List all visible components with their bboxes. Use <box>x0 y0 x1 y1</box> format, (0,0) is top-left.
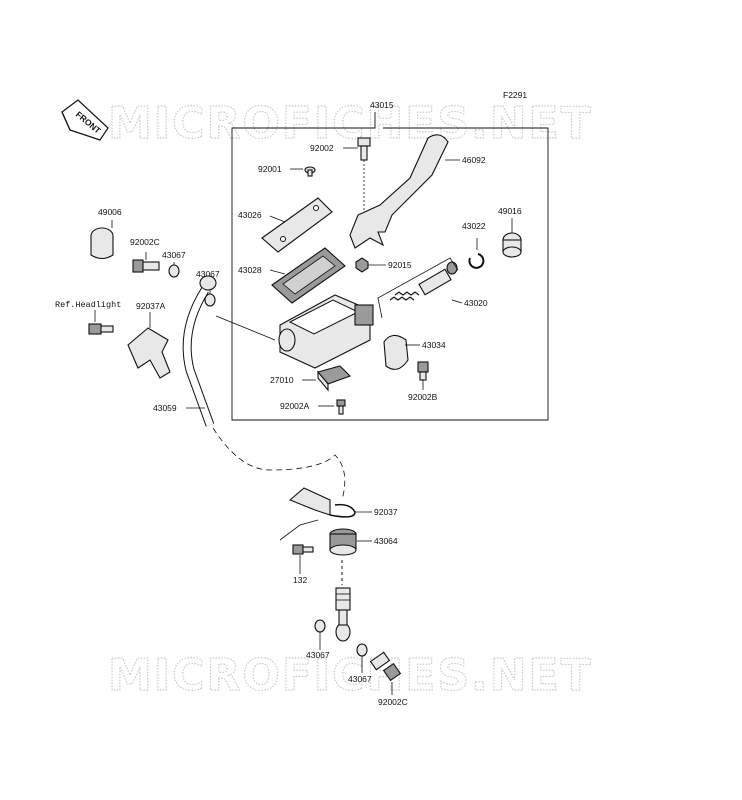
label-92002: 92002 <box>310 143 334 153</box>
hose-continuation <box>212 427 346 501</box>
label-43034: 43034 <box>422 340 446 350</box>
washer-c <box>314 619 326 633</box>
label-43067-d: 43067 <box>348 674 372 684</box>
pivot-nut <box>355 257 369 273</box>
label-43067-b: 43067 <box>196 269 220 279</box>
watermark-bottom: MICROFICHES.NET <box>108 650 593 701</box>
handlebar-clamp <box>383 334 409 370</box>
label-92001: 92001 <box>258 164 282 174</box>
headlight-bolt <box>88 323 114 335</box>
switch-screw <box>336 399 346 415</box>
grommet <box>329 528 357 556</box>
label-27010: 27010 <box>270 375 294 385</box>
label-43067-a: 43067 <box>162 250 186 260</box>
label-92002a: 92002A <box>280 401 310 411</box>
hose-lower-fitting <box>335 560 351 642</box>
washer-d <box>356 643 368 657</box>
label-92002b: 92002B <box>408 392 438 402</box>
label-43022: 43022 <box>462 221 486 231</box>
hose-bracket-a <box>127 327 171 379</box>
master-cylinder-body <box>278 294 374 369</box>
figure-code: F2291 <box>503 90 527 100</box>
label-92015: 92015 <box>388 260 412 270</box>
banjo-cover <box>90 227 114 260</box>
watermark-top: MICROFICHES.NET <box>108 98 593 149</box>
label-92037: 92037 <box>374 507 398 517</box>
label-43028: 43028 <box>238 265 262 275</box>
label-49006: 49006 <box>98 207 122 217</box>
hose-bracket-b <box>288 487 331 516</box>
hose-clip <box>329 503 356 518</box>
brake-lever <box>349 134 449 249</box>
pivot-bolt <box>357 137 371 161</box>
label-49016: 49016 <box>498 206 522 216</box>
label-132: 132 <box>293 575 307 585</box>
label-43020: 43020 <box>464 298 488 308</box>
cap-screw <box>304 166 316 177</box>
label-43026: 43026 <box>238 210 262 220</box>
label-43015: 43015 <box>370 100 394 110</box>
bracket-bolt <box>292 544 314 555</box>
reservoir-cap <box>261 197 333 253</box>
label-46092: 46092 <box>462 155 486 165</box>
washer-a <box>168 264 180 278</box>
label-92002c-top: 92002C <box>130 237 160 247</box>
ref-headlight-label: Ref.Headlight <box>55 300 121 310</box>
label-92002c-bottom: 92002C <box>378 697 408 707</box>
banjo-bolt-bottom <box>369 651 402 682</box>
assembly-frame <box>231 112 549 421</box>
label-43064: 43064 <box>374 536 398 546</box>
front-arrow-icon: FRONT <box>61 99 109 141</box>
brake-switch <box>317 365 351 392</box>
label-43067-c: 43067 <box>306 650 330 660</box>
brake-hose <box>182 275 217 427</box>
banjo-bolt-top <box>132 259 160 273</box>
clamp-bolt <box>417 361 429 381</box>
label-92037a: 92037A <box>136 301 166 311</box>
dust-boot <box>502 232 522 258</box>
label-43059: 43059 <box>153 403 177 413</box>
circlip <box>468 253 485 269</box>
